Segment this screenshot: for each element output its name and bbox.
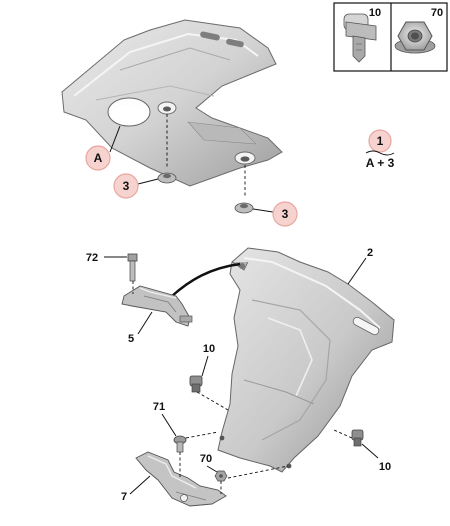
clip-10-upper	[189, 375, 229, 411]
callout-1-label: 1	[377, 134, 384, 148]
callout-3-right-bubble	[272, 201, 298, 227]
assembly-key: 1 A + 3	[366, 129, 395, 170]
grommet-right	[234, 165, 254, 214]
assembly-formula-label: A + 3	[366, 156, 395, 170]
hex-nut-icon	[394, 21, 436, 54]
callout-1-bubble	[368, 129, 392, 153]
grommet-left	[157, 114, 177, 184]
fastener-legend-box: 10 70	[333, 2, 448, 72]
callout-a-bubble	[85, 145, 111, 171]
part-7-label: 7	[121, 491, 127, 503]
part-71-label: 71	[153, 401, 165, 413]
part-10-right-label: 10	[379, 461, 391, 473]
legend-part-70-label: 70	[431, 7, 443, 19]
bolt-72	[127, 253, 138, 294]
part-72-label: 72	[86, 252, 98, 264]
bolt-71	[173, 431, 219, 478]
callout-3-left-bubble	[113, 173, 139, 199]
part-2-label: 2	[367, 247, 373, 259]
clip-fastener-icon	[343, 13, 377, 63]
part-10-upper-label: 10	[203, 343, 215, 355]
legend-part-10-label: 10	[369, 7, 381, 19]
callout-3-left-label: 3	[123, 179, 130, 193]
part-70-label: 70	[200, 453, 212, 465]
engine-top-cover	[61, 19, 283, 187]
clip-10-right	[333, 429, 364, 447]
nut-70	[214, 465, 289, 494]
callout-3-right-label: 3	[282, 207, 289, 221]
part-5-label: 5	[128, 333, 134, 345]
bracket-5	[121, 285, 193, 327]
bracket-7	[135, 451, 227, 507]
callout-a-label: A	[94, 151, 103, 165]
heat-shield	[217, 247, 395, 473]
